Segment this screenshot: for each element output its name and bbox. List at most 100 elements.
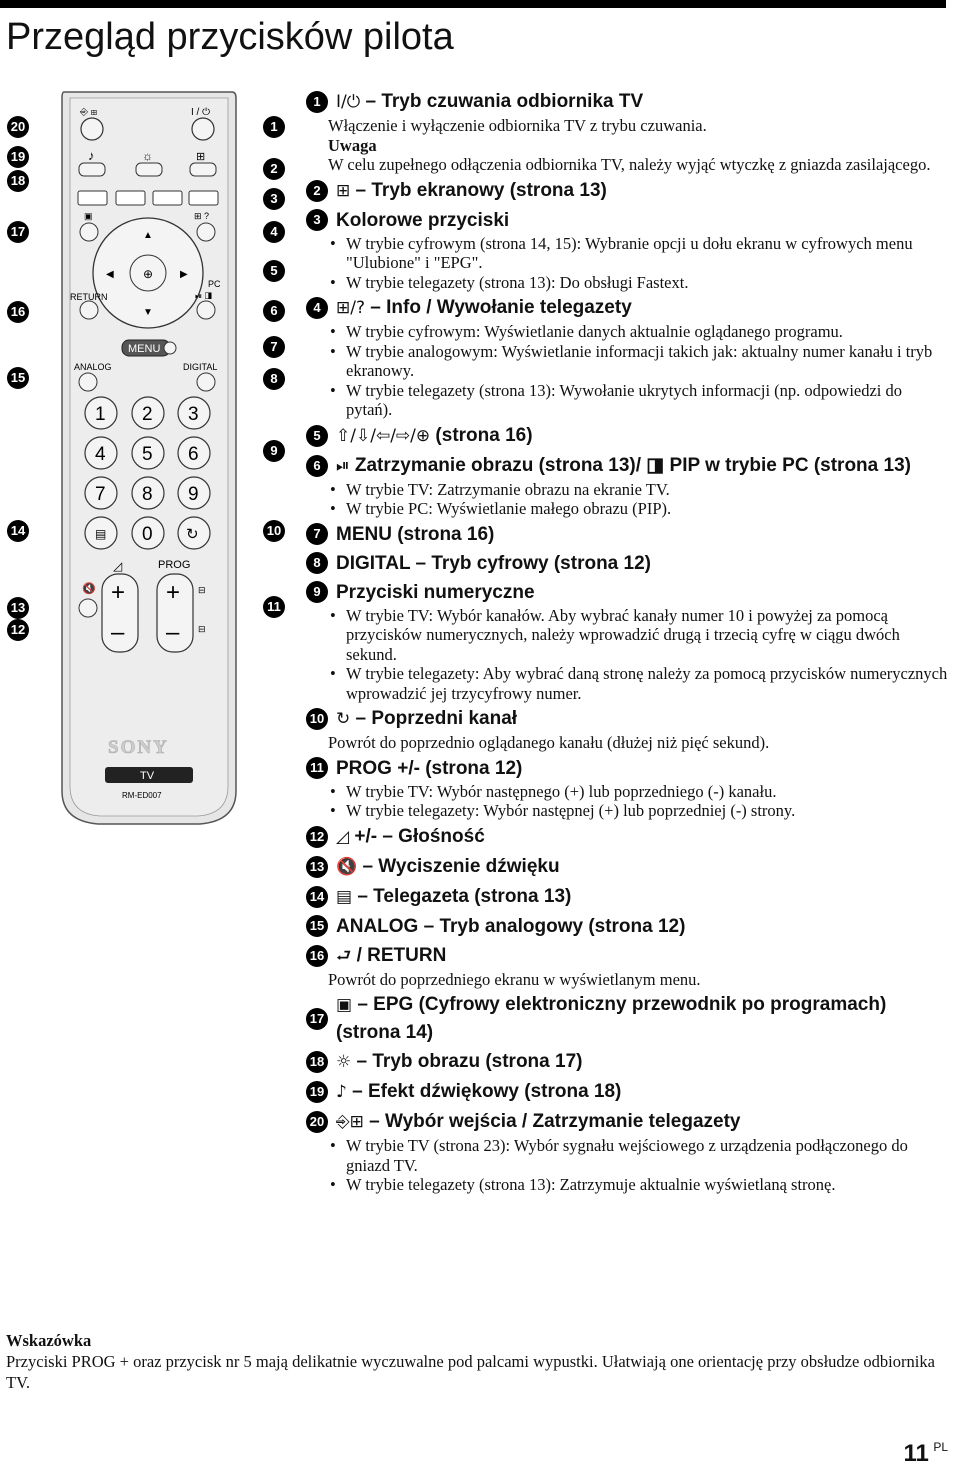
item-number: 14 [306,885,328,908]
item-heading: 18 ☼ – Tryb obrazu (strona 17) [306,1048,952,1076]
description-item: 19♪ – Efekt dźwiękowy (strona 18) [306,1078,952,1106]
tip-title: Wskazówka [6,1331,92,1350]
callout-number: 5 [263,260,285,282]
bullet-item: W trybie analogowym: Wyświetlanie inform… [328,342,952,381]
digit-button [177,436,211,470]
callout-number: 6 [263,300,285,322]
item-heading: 6⏯ Zatrzymanie obrazu (strona 13)/ ◨ PIP… [306,452,952,480]
digit-button [131,516,165,550]
callout-number: 20 [7,116,29,138]
item-title: – Poprzedni kanał [350,708,518,729]
svg-text:◿: ◿ [113,559,123,573]
item-title: / RETURN [351,944,447,966]
digit-button [177,476,211,510]
prog-label: PROG [158,559,190,571]
top-rule [0,0,946,8]
description-item: 20⎆⊞ – Wybór wejścia / Zatrzymanie teleg… [306,1108,952,1195]
description-item: 13 🔇 – Wyciszenie dźwięku [306,853,952,881]
item-number: 18 [306,1051,328,1073]
item-heading: 13 🔇 – Wyciszenie dźwięku [306,853,952,881]
digit-label: 9 [188,484,199,505]
digit-button [84,476,118,510]
item-number: 9 [306,581,328,603]
button-symbol-icon: ⮐ [336,945,352,966]
tip-text: Przyciski PROG + oraz przycisk nr 5 mają… [6,1352,935,1392]
svg-text:♪: ♪ [88,148,95,163]
button-symbol-icon: ♪ [336,1082,347,1102]
item-number: 20 [306,1111,328,1133]
item-heading: 3 Kolorowe przyciski [306,207,952,234]
digit-label: 4 [95,444,106,465]
digit-button [131,436,165,470]
item-title: – Wyciszenie dźwięku [357,855,560,877]
svg-text:🔇: 🔇 [82,582,96,595]
digit-label: 0 [142,524,153,545]
digit-label: 3 [188,404,199,425]
callout-number: 17 [7,221,29,243]
svg-text:☼: ☼ [142,149,153,163]
item-number: 11 [306,757,328,779]
digit-label: 7 [95,484,106,505]
bullet-item: W trybie telegazety (strona 13): Zatrzym… [328,1175,952,1195]
callout-number: 1 [263,116,285,138]
svg-text:▼: ▼ [143,307,153,318]
brand-logo: SONY [108,737,169,758]
bullet-item: W trybie TV (strona 23): Wybór sygnału w… [328,1136,952,1175]
svg-text:⊕: ⊕ [143,267,153,281]
digit-button [131,476,165,510]
button-symbol-icon: 🔇 [336,856,358,877]
bullet-item: W trybie telegazety (strona 13): Wywołan… [328,381,952,420]
callout-number: 2 [263,158,285,180]
item-title: Kolorowe przyciski [336,209,510,231]
item-heading: 19♪ – Efekt dźwiękowy (strona 18) [306,1078,952,1106]
callout-number: 13 [7,597,29,619]
svg-text:◀: ◀ [106,269,114,280]
svg-text:⊟: ⊟ [198,624,206,634]
bullet-item: W trybie cyfrowym: Wyświetlanie danych a… [328,322,952,342]
digit-button [84,396,118,430]
svg-text:↻: ↻ [186,526,199,543]
bullet-item: W trybie TV: Wybór następnego (+) lub po… [328,782,952,802]
digital-label: DIGITAL [183,362,217,372]
item-number: 16 [306,944,328,967]
item-title: Zatrzymanie obrazu (strona 13)/ ◨ PIP w … [349,454,911,476]
item-number: 3 [306,209,328,231]
page-number: 11 PL [903,1440,948,1467]
item-title: – Tryb ekranowy (strona 13) [350,179,607,201]
svg-text:+: + [111,579,125,606]
description-item: 2⊞ – Tryb ekranowy (strona 13) [306,177,952,205]
item-number: 6 [306,454,328,477]
item-title: PROG +/- (strona 12) [336,757,523,779]
item-number: 12 [306,825,328,848]
item-title: +/- – Głośność [349,825,485,847]
description-item: 16 ⮐ / RETURN Powrót do poprzedniego ekran… [306,942,952,990]
item-text: Powrót do poprzedniego ekranu w wyświetl… [328,969,701,989]
analog-label: ANALOG [74,362,112,372]
return-label: RETURN [70,292,108,302]
item-heading: 10↻ – Poprzedni kanał [306,705,952,733]
callout-number: 4 [263,221,285,243]
item-text: Powrót do poprzednio oglądanego kanału (… [328,733,770,752]
svg-text:I / ⏻: I / ⏻ [191,107,210,118]
button-symbol-icon: ◿ [336,826,350,847]
bullet-item: W trybie TV: Wybór kanałów. Aby wybrać k… [328,606,952,665]
bullet-item: W trybie PC: Wyświetlanie małego obrazu … [328,499,952,519]
digit-label: 2 [142,404,153,425]
button-symbol-icon: ⊞ [336,180,351,201]
bullet-item: W trybie cyfrowym (strona 14, 15): Wybra… [328,234,952,273]
item-title: – Tryb obrazu (strona 17) [351,1051,583,1072]
description-item: 11 PROG +/- (strona 12) W trybie TV: Wybór… [306,755,952,821]
svg-text:▤: ▤ [95,527,106,541]
button-symbol-icon: ▤ [336,886,353,907]
item-number: 13 [306,855,328,878]
note-label: Uwaga [328,135,377,155]
button-symbol-icon: I/⏻ [336,92,361,112]
callout-number: 10 [263,520,285,542]
button-symbol-icon: ☼ [336,1052,352,1072]
item-title: – Info / Wywołanie telegazety [365,297,632,318]
item-title: – Wybór wejścia / Zatrzymanie telegazety [363,1111,741,1132]
